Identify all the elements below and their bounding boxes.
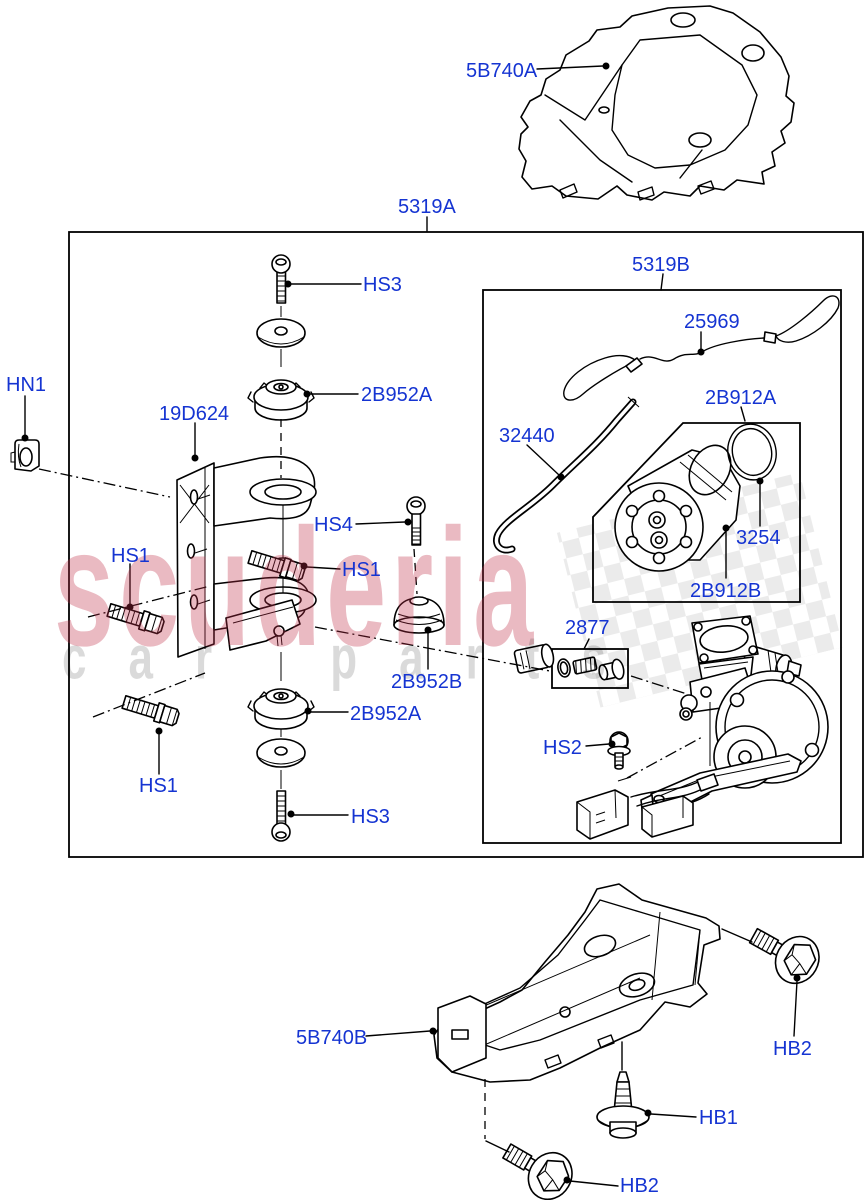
part-bolt-hs3-top [271, 254, 291, 304]
part-bracket-19d624 [176, 456, 317, 658]
part-tube-32440 [493, 396, 640, 554]
callout-hb1[interactable]: HB1 [699, 1107, 738, 1129]
part-harness-connector-a [576, 789, 629, 840]
callout-hs4[interactable]: HS4 [314, 514, 353, 536]
callout-25969[interactable]: 25969 [684, 311, 740, 333]
part-bolt-hs3-bottom [271, 790, 291, 842]
kit-box-2b912 [592, 422, 801, 603]
part-isolator-2b952b [393, 596, 445, 634]
callout-hs1-mid[interactable]: HS1 [342, 559, 381, 581]
part-cover-upper-5b740a [518, 5, 795, 201]
callout-2877[interactable]: 2877 [565, 617, 610, 639]
part-isolator-2b952a-lower [247, 688, 315, 730]
part-washer-upper [256, 318, 306, 348]
part-screw-hb1 [596, 1071, 650, 1139]
kit-box-5319a [68, 231, 864, 858]
callout-hs1-bottom[interactable]: HS1 [139, 775, 178, 797]
callout-19d624[interactable]: 19D624 [159, 403, 230, 425]
part-valve-kit-2877 [513, 643, 625, 681]
callout-2b952a-lower[interactable]: 2B952A [350, 703, 422, 725]
callout-hs2[interactable]: HS2 [543, 737, 582, 759]
part-cover-lower-5b740b [433, 883, 721, 1083]
part-washer-lower [256, 738, 306, 768]
part-isolator-2b952a-upper [247, 379, 315, 421]
leader-dots [21, 62, 801, 1184]
construction-lines [38, 419, 753, 1153]
callout-hs3-top[interactable]: HS3 [363, 274, 402, 296]
callout-3254[interactable]: 3254 [736, 527, 781, 549]
part-bolt-hb2-upper [741, 913, 829, 992]
part-bolt-hs1-left [105, 600, 167, 637]
part-motor-2b912b [614, 444, 741, 572]
callout-32440[interactable]: 32440 [499, 425, 555, 447]
part-bolt-hs2 [607, 731, 631, 770]
callout-2b912b[interactable]: 2B912B [690, 580, 762, 602]
callout-5319a[interactable]: 5319A [398, 196, 456, 218]
part-lanyard-25969 [563, 295, 840, 401]
callout-5b740a[interactable]: 5B740A [466, 60, 538, 82]
callout-hb2-upper[interactable]: HB2 [773, 1038, 812, 1060]
callout-5319b[interactable]: 5319B [632, 254, 690, 276]
callout-2b952b[interactable]: 2B952B [391, 671, 463, 693]
callout-hs1-left[interactable]: HS1 [111, 545, 150, 567]
part-compressor-assembly [576, 615, 829, 840]
kit-box-5319b [482, 289, 842, 844]
callout-5b740b[interactable]: 5B740B [296, 1027, 368, 1049]
callout-2b952a-upper[interactable]: 2B952A [361, 384, 433, 406]
kit-box-2877 [551, 648, 629, 689]
part-bolt-hb2-lower [494, 1129, 582, 1200]
callout-hb2-lower[interactable]: HB2 [620, 1175, 659, 1197]
part-bolt-hs4 [406, 496, 426, 546]
callout-hn1[interactable]: HN1 [6, 374, 47, 396]
callout-2b912a[interactable]: 2B912A [705, 387, 777, 409]
part-clipnut-hn1 [10, 439, 40, 472]
callout-hs3-bottom[interactable]: HS3 [351, 806, 390, 828]
leader-lines [24, 65, 798, 1187]
part-bolt-hs1-bottom [120, 692, 182, 729]
